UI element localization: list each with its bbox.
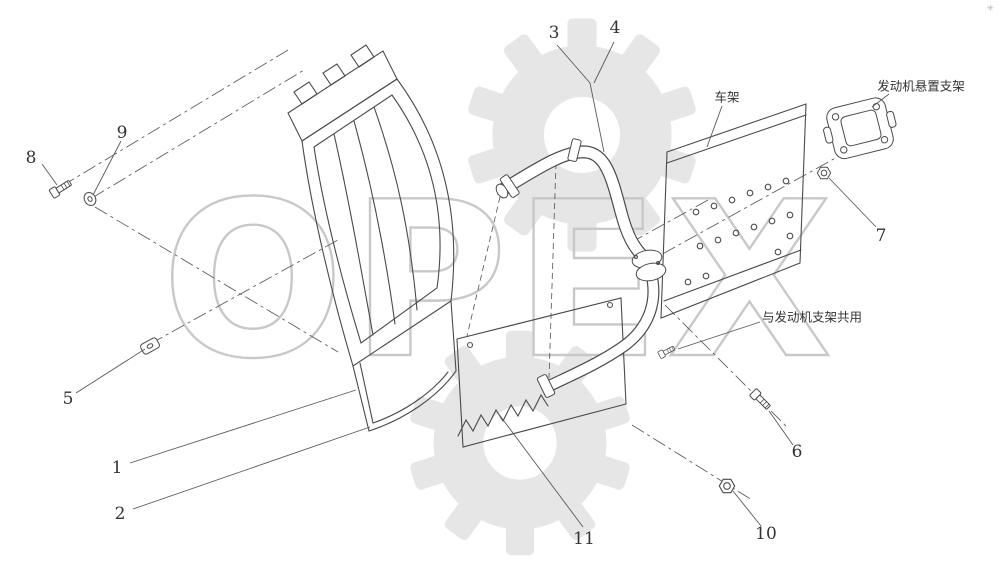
clip-5 <box>140 337 160 355</box>
hidden-lines <box>466 162 557 379</box>
hardware <box>48 166 832 494</box>
washer-9 <box>81 189 99 209</box>
leader-lines <box>41 41 890 528</box>
engine-mount-bracket-part <box>823 97 897 160</box>
fender-assembly <box>287 44 457 432</box>
spring-bracket-plate <box>456 297 627 448</box>
axis-lines <box>61 49 851 501</box>
nut-7 <box>816 166 832 180</box>
watermark-text: OPEX <box>162 155 839 406</box>
bolt-8 <box>48 177 74 200</box>
tube-assembly <box>495 138 667 398</box>
frame-rail <box>660 103 807 319</box>
corner-mark: ✳ <box>986 4 994 14</box>
nut-10 <box>718 478 736 494</box>
